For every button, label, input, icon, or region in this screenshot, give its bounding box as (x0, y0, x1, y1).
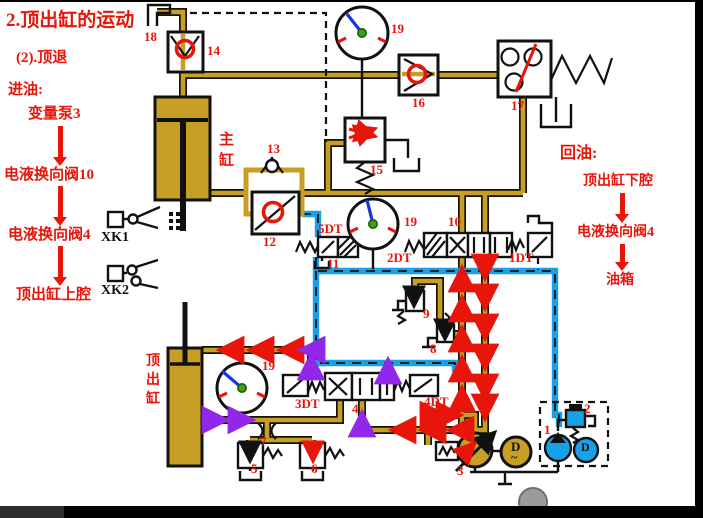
num-15: 15 (370, 162, 383, 177)
num-10: 10 (448, 214, 461, 229)
sequence-valve-9 (392, 285, 426, 325)
flow-arrow-down-2 (53, 186, 67, 226)
outlet-step-1: 顶出缸下腔 (583, 174, 653, 189)
electric-motor-3 (492, 435, 533, 469)
ejector-cylinder-label: 顶出缸 (146, 354, 160, 407)
motor-3-ac-label: ~ (511, 450, 518, 464)
flow-arrow-down-3 (53, 246, 67, 286)
num-2: 2 (584, 401, 591, 416)
pressure-gauge-middle (346, 197, 400, 251)
flow-direction-arrows (201, 253, 500, 445)
frame-right-edge (695, 0, 703, 518)
num-12: 12 (263, 234, 276, 249)
outlet-step-2: 电液换向阀4 (577, 225, 654, 240)
page-title: 2.顶出缸的运动 (6, 10, 135, 31)
ejector-cylinder (166, 302, 204, 468)
piston-rod-contact-dots (169, 212, 180, 230)
num-18: 18 (144, 29, 157, 44)
auxiliary-pump-1 (543, 432, 573, 463)
num-14: 14 (207, 43, 220, 58)
electric-motor-1 (572, 436, 600, 464)
num-11: 11 (327, 256, 340, 271)
outlet-step-3: 油箱 (606, 273, 634, 288)
directional-valve-10 (403, 231, 554, 259)
outlet-header: 回油: (560, 145, 598, 162)
num-1: 1 (544, 422, 551, 437)
limit-switch-xk2-label: XK2 (101, 283, 129, 298)
num-9: 9 (423, 306, 430, 321)
check-valve-12 (250, 190, 301, 236)
inlet-step-3: 电液换向阀4 (8, 227, 91, 243)
pressure-relay-17 (496, 39, 553, 99)
inlet-step-4: 顶出缸上腔 (16, 287, 92, 303)
flow-arrow-down-5 (615, 244, 629, 271)
relief-valve-5 (236, 440, 283, 482)
num-6: 6 (311, 461, 318, 476)
throttle-7 (257, 422, 277, 440)
check-valve-16 (397, 53, 440, 97)
num-3: 3 (457, 463, 464, 478)
prefill-valve-14 (166, 30, 205, 74)
num-4: 4 (352, 401, 359, 416)
limit-switch-xk2-symbol (106, 258, 159, 290)
num-8: 8 (430, 341, 437, 356)
sol-2dt: 2DT (387, 250, 412, 265)
relief-valve-2 (564, 404, 587, 444)
num-19-bot: 19 (262, 358, 275, 373)
inlet-header: 进油: (8, 82, 43, 98)
flow-arrow-down-4 (615, 193, 629, 223)
frame-bottom-bar (0, 506, 703, 518)
frame-progress-strip (0, 506, 64, 518)
main-cylinder (153, 95, 212, 231)
num-19-mid: 19 (404, 214, 417, 229)
variable-pump-3 (434, 429, 498, 473)
frame-top-edge (0, 0, 703, 2)
main-cylinder-label: 主缸 (219, 132, 235, 169)
limit-switch-xk1-label: XK1 (101, 230, 129, 245)
relief-valve-15 (343, 116, 387, 195)
sol-1dt: 1DT (509, 250, 534, 265)
page-subtitle: (2).顶退 (16, 50, 68, 66)
num-7: 7 (260, 434, 267, 449)
inlet-step-1: 变量泵3 (28, 106, 81, 122)
sol-3dt: 3DT (295, 396, 320, 411)
num-17: 17 (511, 98, 524, 113)
directional-valve-4 (281, 371, 440, 402)
pressure-gauge-top (334, 5, 390, 61)
num-16: 16 (412, 95, 425, 110)
unload-valve-11 (294, 235, 360, 270)
sol-5dt: 5DT (318, 221, 343, 236)
relief-valve-6 (298, 440, 345, 482)
motor-1-d-label: D (581, 440, 590, 454)
inlet-step-2: 电液换向阀10 (4, 167, 95, 183)
num-19-top: 19 (391, 21, 404, 36)
flow-arrow-down-1 (53, 126, 67, 166)
limit-switch-xk1-symbol (106, 205, 161, 230)
motor-3-d-label: D (511, 439, 521, 454)
sol-4dt: 4DT (424, 394, 449, 409)
num-5: 5 (251, 461, 258, 476)
num-13: 13 (267, 141, 280, 156)
